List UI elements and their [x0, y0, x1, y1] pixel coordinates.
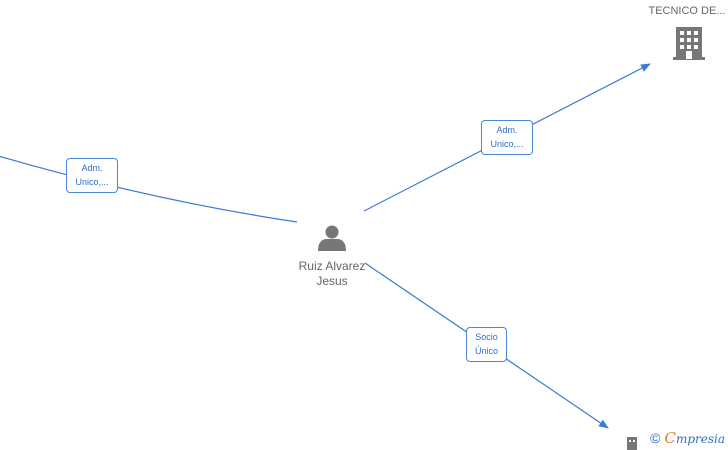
company-label-top[interactable]: TECNICO DE...	[648, 5, 726, 17]
edge-label-left[interactable]: Adm. Unico,...	[66, 158, 118, 193]
edge-label-bottom-right[interactable]: Socio Único	[466, 327, 507, 362]
person-node-label[interactable]: Ruiz Alvarez Jesus	[280, 259, 384, 289]
person-name-line2: Jesus	[316, 274, 348, 288]
brand-logo-text: mpresia	[675, 432, 725, 446]
person-name-line1: Ruiz Alvarez	[298, 259, 366, 273]
person-icon	[318, 225, 346, 251]
edge-line-left	[0, 155, 298, 223]
building-icon	[673, 27, 705, 60]
brand-logo-e: C	[664, 429, 676, 447]
building-icon-bottom	[627, 437, 637, 450]
edge-label-top-right[interactable]: Adm. Unico,...	[481, 120, 533, 155]
copyright-symbol: ©	[650, 430, 661, 446]
brand-watermark: ©Cmpresia	[650, 429, 725, 447]
